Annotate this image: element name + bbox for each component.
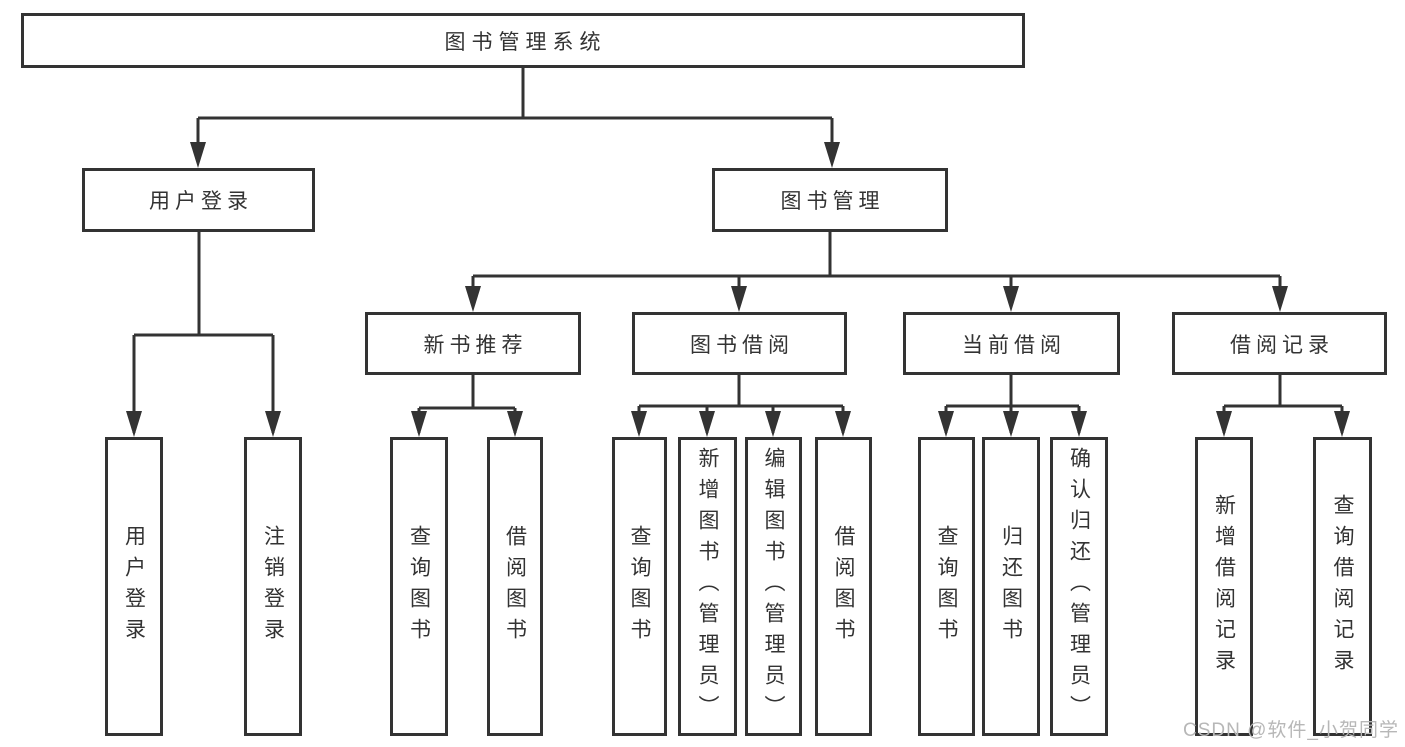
leaf-return-books: 归还图书 [982,437,1040,736]
leaf-user-login: 用户登录 [105,437,163,736]
arrowheads [126,142,1350,437]
node-label: 借阅图书 [503,524,527,649]
leaf-add-borrow-record: 新增借阅记录 [1195,437,1253,736]
node-user-login: 用户登录 [82,168,315,232]
node-label: 注销登录 [261,524,285,649]
node-label: 用户登录 [149,190,253,213]
watermark: CSDN @软件_小贺同学 [1183,720,1399,741]
node-new-book-recommend: 新书推荐 [365,312,581,375]
node-book-borrow: 图书借阅 [632,312,847,375]
leaf-query-books-recommend: 查询图书 [390,437,448,736]
node-label: 归还图书 [999,524,1023,649]
node-label: 用户登录 [122,524,146,649]
node-label: 查询图书 [407,524,431,649]
node-label: 借阅图书 [832,524,855,649]
leaf-add-books-admin: 新增图书（管理员） [678,437,737,736]
node-current-borrow: 当前借阅 [903,312,1120,375]
node-label: 查询图书 [935,524,958,649]
node-label: 当前借阅 [962,333,1066,357]
leaf-query-borrow-record: 查询借阅记录 [1313,437,1372,736]
node-label: 图书管理 [780,190,885,213]
node-label: 查询图书 [628,524,651,649]
node-label: 新书推荐 [423,333,528,357]
node-library-system: 图书管理系统 [21,13,1025,68]
leaf-logout: 注销登录 [244,437,302,736]
leaf-borrow-books: 借阅图书 [815,437,872,736]
node-label: 图书借阅 [690,333,794,357]
node-label: 查询借阅记录 [1331,493,1354,680]
leaf-confirm-return-admin: 确认归还（管理员） [1050,437,1108,736]
node-label: 新增图书（管理员） [696,447,719,726]
node-borrow-record: 借阅记录 [1172,312,1387,375]
node-label: 编辑图书（管理员） [762,447,785,726]
node-book-management: 图书管理 [712,168,948,232]
node-label: 确认归还（管理员） [1067,447,1091,726]
leaf-query-books-current: 查询图书 [918,437,975,736]
leaf-borrow-books-recommend: 借阅图书 [487,437,543,736]
node-label: 图书管理系统 [444,30,607,54]
connector-paths [132,68,1344,433]
leaf-edit-books-admin: 编辑图书（管理员） [745,437,802,736]
node-label: 新增借阅记录 [1212,493,1236,680]
leaf-query-books-borrow: 查询图书 [612,437,667,736]
node-label: 借阅记录 [1230,333,1334,357]
